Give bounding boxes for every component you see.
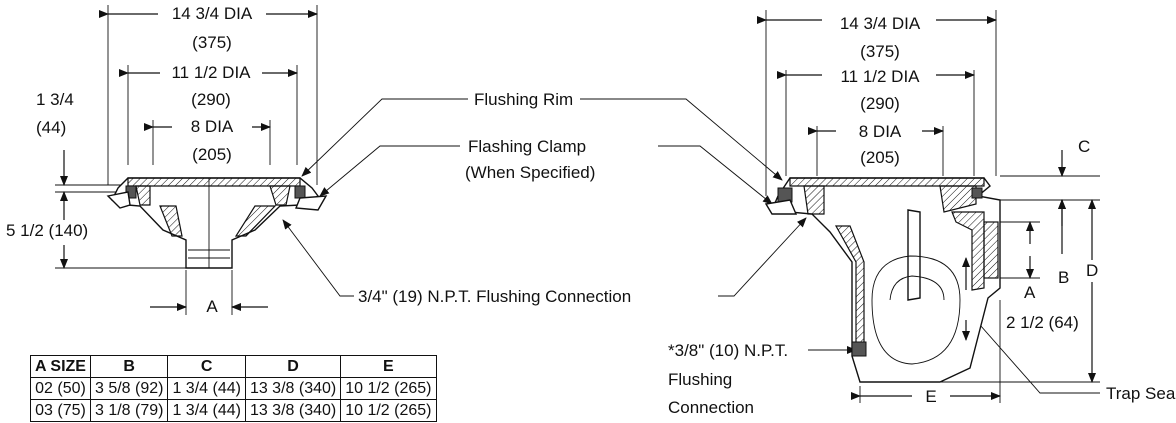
right-drain-view (757, 10, 1100, 403)
right-dia-mid-mm-label: (290) (860, 94, 900, 113)
table-header-c: C (167, 355, 246, 378)
left-rim-height-label: 1 3/4 (36, 90, 74, 109)
right-label-d: D (1086, 261, 1098, 280)
right-label-a: A (1024, 283, 1036, 302)
table-cell: 3 1/8 (79) (89, 399, 169, 422)
right-dia-inner-label: 8 DIA (859, 122, 902, 141)
callout-npt-line3: Connection (668, 398, 754, 417)
right-label-e: E (925, 387, 936, 406)
left-drain-view (55, 5, 328, 315)
callout-flushing-connection: 3/4" (19) N.P.T. Flushing Connection (358, 287, 631, 306)
left-dia-mid-label: 11 1/2 DIA (171, 63, 251, 82)
table-cell: 10 1/2 (265) (340, 377, 437, 400)
left-dia-mid-mm-label: (290) (191, 90, 231, 109)
table-cell: 3 5/8 (92) (89, 377, 169, 400)
callout-flashing-clamp: Flashing Clamp (468, 137, 586, 156)
table-cell: 10 1/2 (265) (340, 399, 437, 422)
table-header-d: D (244, 355, 342, 378)
left-dia-outer-mm-label: (375) (192, 33, 232, 52)
callout-trap-seal: Trap Seal (1106, 384, 1176, 403)
left-dia-outer-label: 14 3/4 DIA (172, 4, 253, 23)
table-cell: 13 3/8 (340) (244, 377, 342, 400)
size-table: A SIZE B C D E 02 (50) 3 5/8 (92) 1 3/4 … (30, 355, 437, 422)
table-header-b: B (89, 355, 169, 378)
right-label-b: B (1058, 268, 1069, 287)
right-label-c: C (1078, 137, 1090, 156)
left-dia-inner-mm-label: (205) (192, 145, 232, 164)
left-outlet-a-label: A (206, 297, 218, 316)
table-header-row: A SIZE B C D E (30, 355, 437, 378)
right-dia-outer-mm-label: (375) (860, 42, 900, 61)
left-dia-inner-label: 8 DIA (191, 117, 234, 136)
table-row: 02 (50) 3 5/8 (92) 1 3/4 (44) 13 3/8 (34… (30, 377, 437, 400)
table-header-e: E (340, 355, 437, 378)
table-cell: 03 (75) (30, 399, 91, 422)
table-header-a-size: A SIZE (30, 355, 91, 378)
right-dia-mid-label: 11 1/2 DIA (840, 67, 920, 86)
callout-npt-line2: Flushing (668, 370, 732, 389)
callout-npt-line1: *3/8" (10) N.P.T. (668, 341, 788, 360)
right-dia-outer-label: 14 3/4 DIA (840, 14, 921, 33)
table-cell: 1 3/4 (44) (167, 377, 246, 400)
table-cell: 02 (50) (30, 377, 91, 400)
left-body-height-label: 5 1/2 (140) (6, 221, 88, 240)
right-trap-depth-label: 2 1/2 (64) (1006, 313, 1079, 332)
table-cell: 13 3/8 (340) (244, 399, 342, 422)
left-rim-height-mm-label: (44) (36, 118, 66, 137)
callout-flushing-rim: Flushing Rim (474, 90, 573, 109)
callout-flashing-clamp-note: (When Specified) (465, 163, 595, 182)
table-cell: 1 3/4 (44) (167, 399, 246, 422)
callout-leaders (282, 98, 1100, 394)
right-dia-inner-mm-label: (205) (860, 148, 900, 167)
table-row: 03 (75) 3 1/8 (79) 1 3/4 (44) 13 3/8 (34… (30, 399, 437, 422)
